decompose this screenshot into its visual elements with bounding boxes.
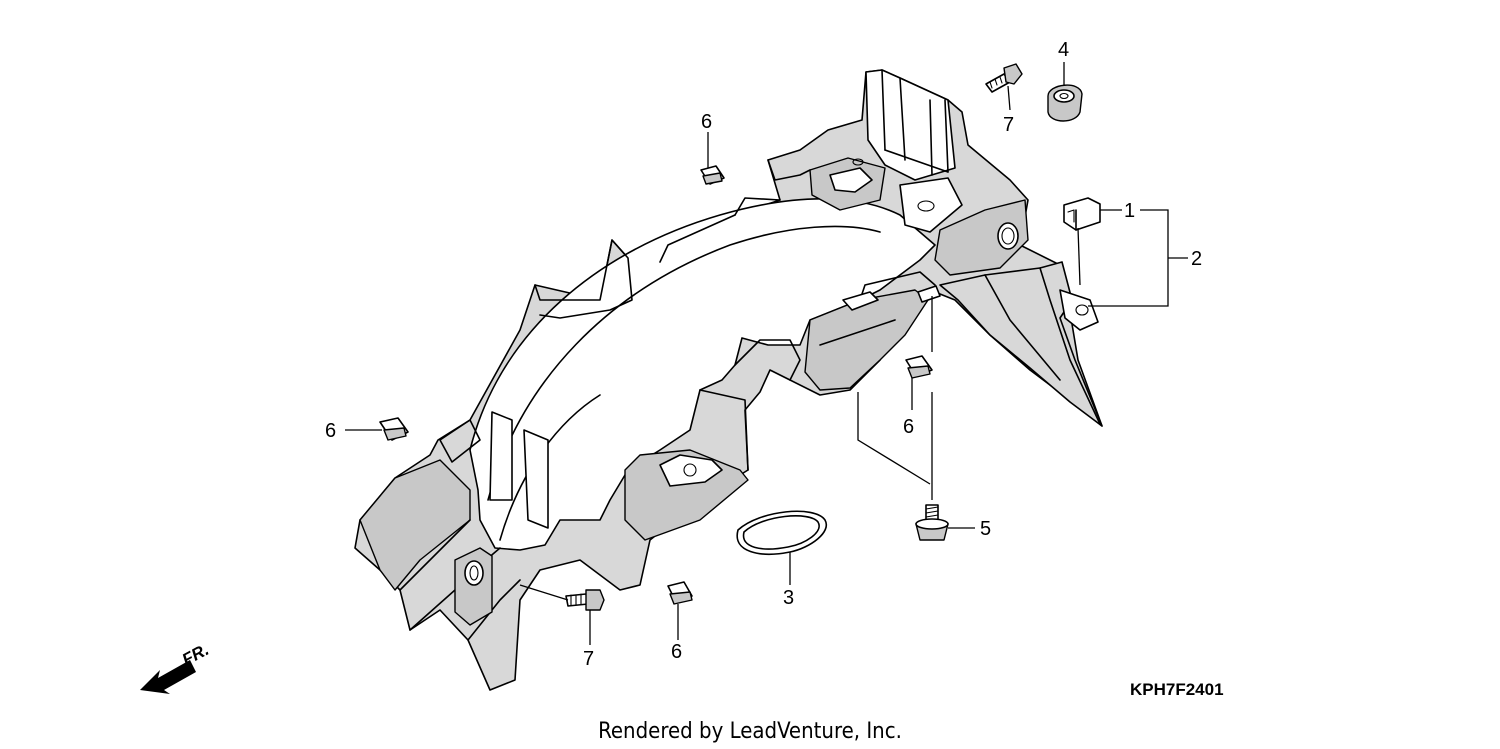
clip-nut-part-6-bottom [667,581,693,605]
grommet-part-4 [1047,84,1083,122]
callout-5: 5 [980,518,991,540]
callout-6-top: 6 [701,111,712,133]
clip-nut-part-1 [1063,197,1101,231]
callout-6-bottom: 6 [671,641,682,663]
callout-7-lower: 7 [583,648,594,670]
footer-credit: Rendered by LeadVenture, Inc. [598,719,902,744]
front-direction-arrow: FR. [140,640,212,694]
callout-4: 4 [1058,39,1069,61]
drawing-code: KPH7F2401 [1130,680,1224,699]
clip-nut-part-6-right [905,355,933,379]
callout-1: 1 [1124,200,1135,222]
rear-fender-body [354,69,1103,691]
arrow-icon [140,660,196,694]
seal-ring-part-3 [736,510,828,555]
callout-7-upper: 7 [1003,114,1014,136]
flange-bolt-part-5 [915,504,949,541]
leader-lines [345,62,1188,645]
bolt-part-7-upper [985,63,1023,93]
callout-6-left: 6 [325,420,336,442]
bolt-part-7-lower [565,589,605,611]
clip-nut-part-6-top [700,165,725,185]
callout-6-right: 6 [903,416,914,438]
clip-nut-part-6-left [379,417,409,441]
callout-2: 2 [1191,248,1202,270]
splash-guard-part [939,261,1103,427]
callouts: 1 2 3 4 5 6 6 6 6 7 7 [325,39,1202,670]
callout-3: 3 [783,587,794,609]
